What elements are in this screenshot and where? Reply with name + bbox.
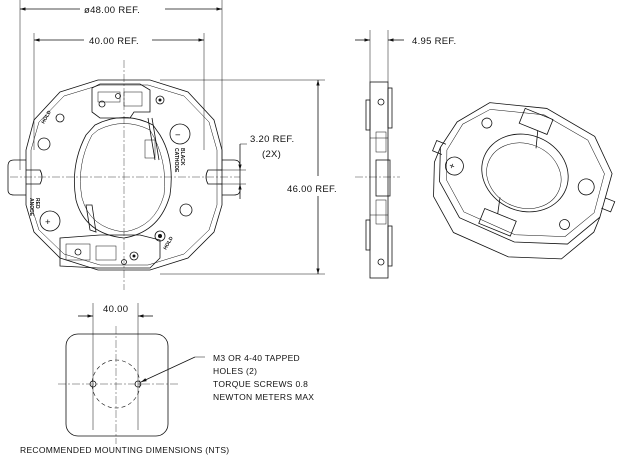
- note-line-2: HOLES (2): [213, 366, 257, 376]
- black-cathode-label: BLACK CATHODE: [173, 148, 185, 173]
- battery-holder-front-view: − + BLACK CATHODE RED ANODE HOLD HOLD: [7, 60, 241, 290]
- dimension-height: 46.00 REF.: [160, 79, 337, 275]
- overall-diameter-label: ø48.00 REF.: [84, 5, 140, 16]
- dimension-slot-width: 3.20 REF. (2X): [218, 134, 294, 199]
- hold-mark-top: HOLD: [41, 109, 53, 125]
- slot-width-label: 3.20 REF.: [250, 134, 294, 145]
- drawing-caption: RECOMMENDED MOUNTING DIMENSIONS (NTS): [20, 445, 229, 455]
- height-label: 46.00 REF.: [287, 184, 337, 195]
- svg-text:BLACK: BLACK: [179, 148, 185, 166]
- battery-holder-side-view: 4.95 REF.: [355, 30, 456, 279]
- slot-qty-label: (2X): [262, 149, 281, 160]
- hole-spacing-label: 40.00 REF.: [89, 36, 139, 47]
- battery-holder-isometric-view: +: [432, 102, 616, 260]
- mounting-footprint: 40.00: [58, 303, 205, 444]
- note-line-3: TORQUE SCREWS 0.8: [213, 379, 308, 389]
- mounting-note: M3 OR 4-40 TAPPED HOLES (2) TORQUE SCREW…: [213, 353, 314, 402]
- mounting-spacing-label: 40.00: [103, 304, 128, 315]
- dimension-overall-diameter: ø48.00 REF.: [19, 0, 223, 170]
- svg-text:ANODE: ANODE: [28, 198, 34, 217]
- svg-text:CATHODE: CATHODE: [173, 148, 179, 173]
- minus-symbol: −: [175, 130, 181, 141]
- dimension-hole-spacing: 40.00 REF.: [33, 33, 205, 150]
- thickness-label: 4.95 REF.: [412, 36, 456, 47]
- iso-plus-symbol: +: [447, 160, 457, 172]
- red-anode-label: RED ANODE: [28, 198, 40, 217]
- note-line-1: M3 OR 4-40 TAPPED: [213, 353, 300, 363]
- note-line-4: NEWTON METERS MAX: [213, 392, 314, 402]
- plus-symbol: +: [45, 217, 51, 228]
- svg-text:RED: RED: [34, 198, 40, 209]
